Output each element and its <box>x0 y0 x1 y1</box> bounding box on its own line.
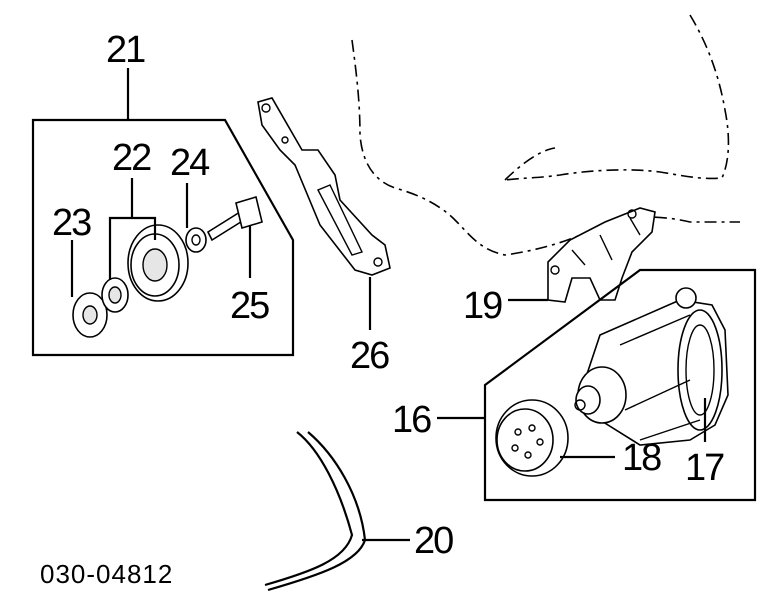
group-16-frame <box>437 268 757 502</box>
callout-22: 22 <box>112 137 151 179</box>
callout-26: 26 <box>350 335 389 377</box>
callout-19: 19 <box>463 285 502 327</box>
compressor-part-17 <box>574 287 729 446</box>
callout-24: 24 <box>170 142 210 184</box>
callout-20: 20 <box>414 520 453 562</box>
drawing-code: 030-04812 <box>40 559 173 589</box>
pulley-part-22 <box>101 178 189 313</box>
washer-part-24 <box>185 183 207 253</box>
engine-outline <box>351 14 740 256</box>
washer-part-23 <box>70 240 108 338</box>
bolt-part-25 <box>206 195 263 278</box>
callout-18: 18 <box>622 437 661 479</box>
bracket-part-19 <box>508 207 656 303</box>
callout-21: 21 <box>106 29 145 71</box>
callout-23: 23 <box>52 202 91 244</box>
clutch-part-18 <box>495 399 615 477</box>
callout-16: 16 <box>392 399 431 441</box>
group-21-frame <box>31 68 295 357</box>
callout-17: 17 <box>685 447 724 489</box>
bracket-part-26 <box>257 97 391 330</box>
callout-25: 25 <box>230 285 269 327</box>
belt-part-20 <box>264 431 410 592</box>
